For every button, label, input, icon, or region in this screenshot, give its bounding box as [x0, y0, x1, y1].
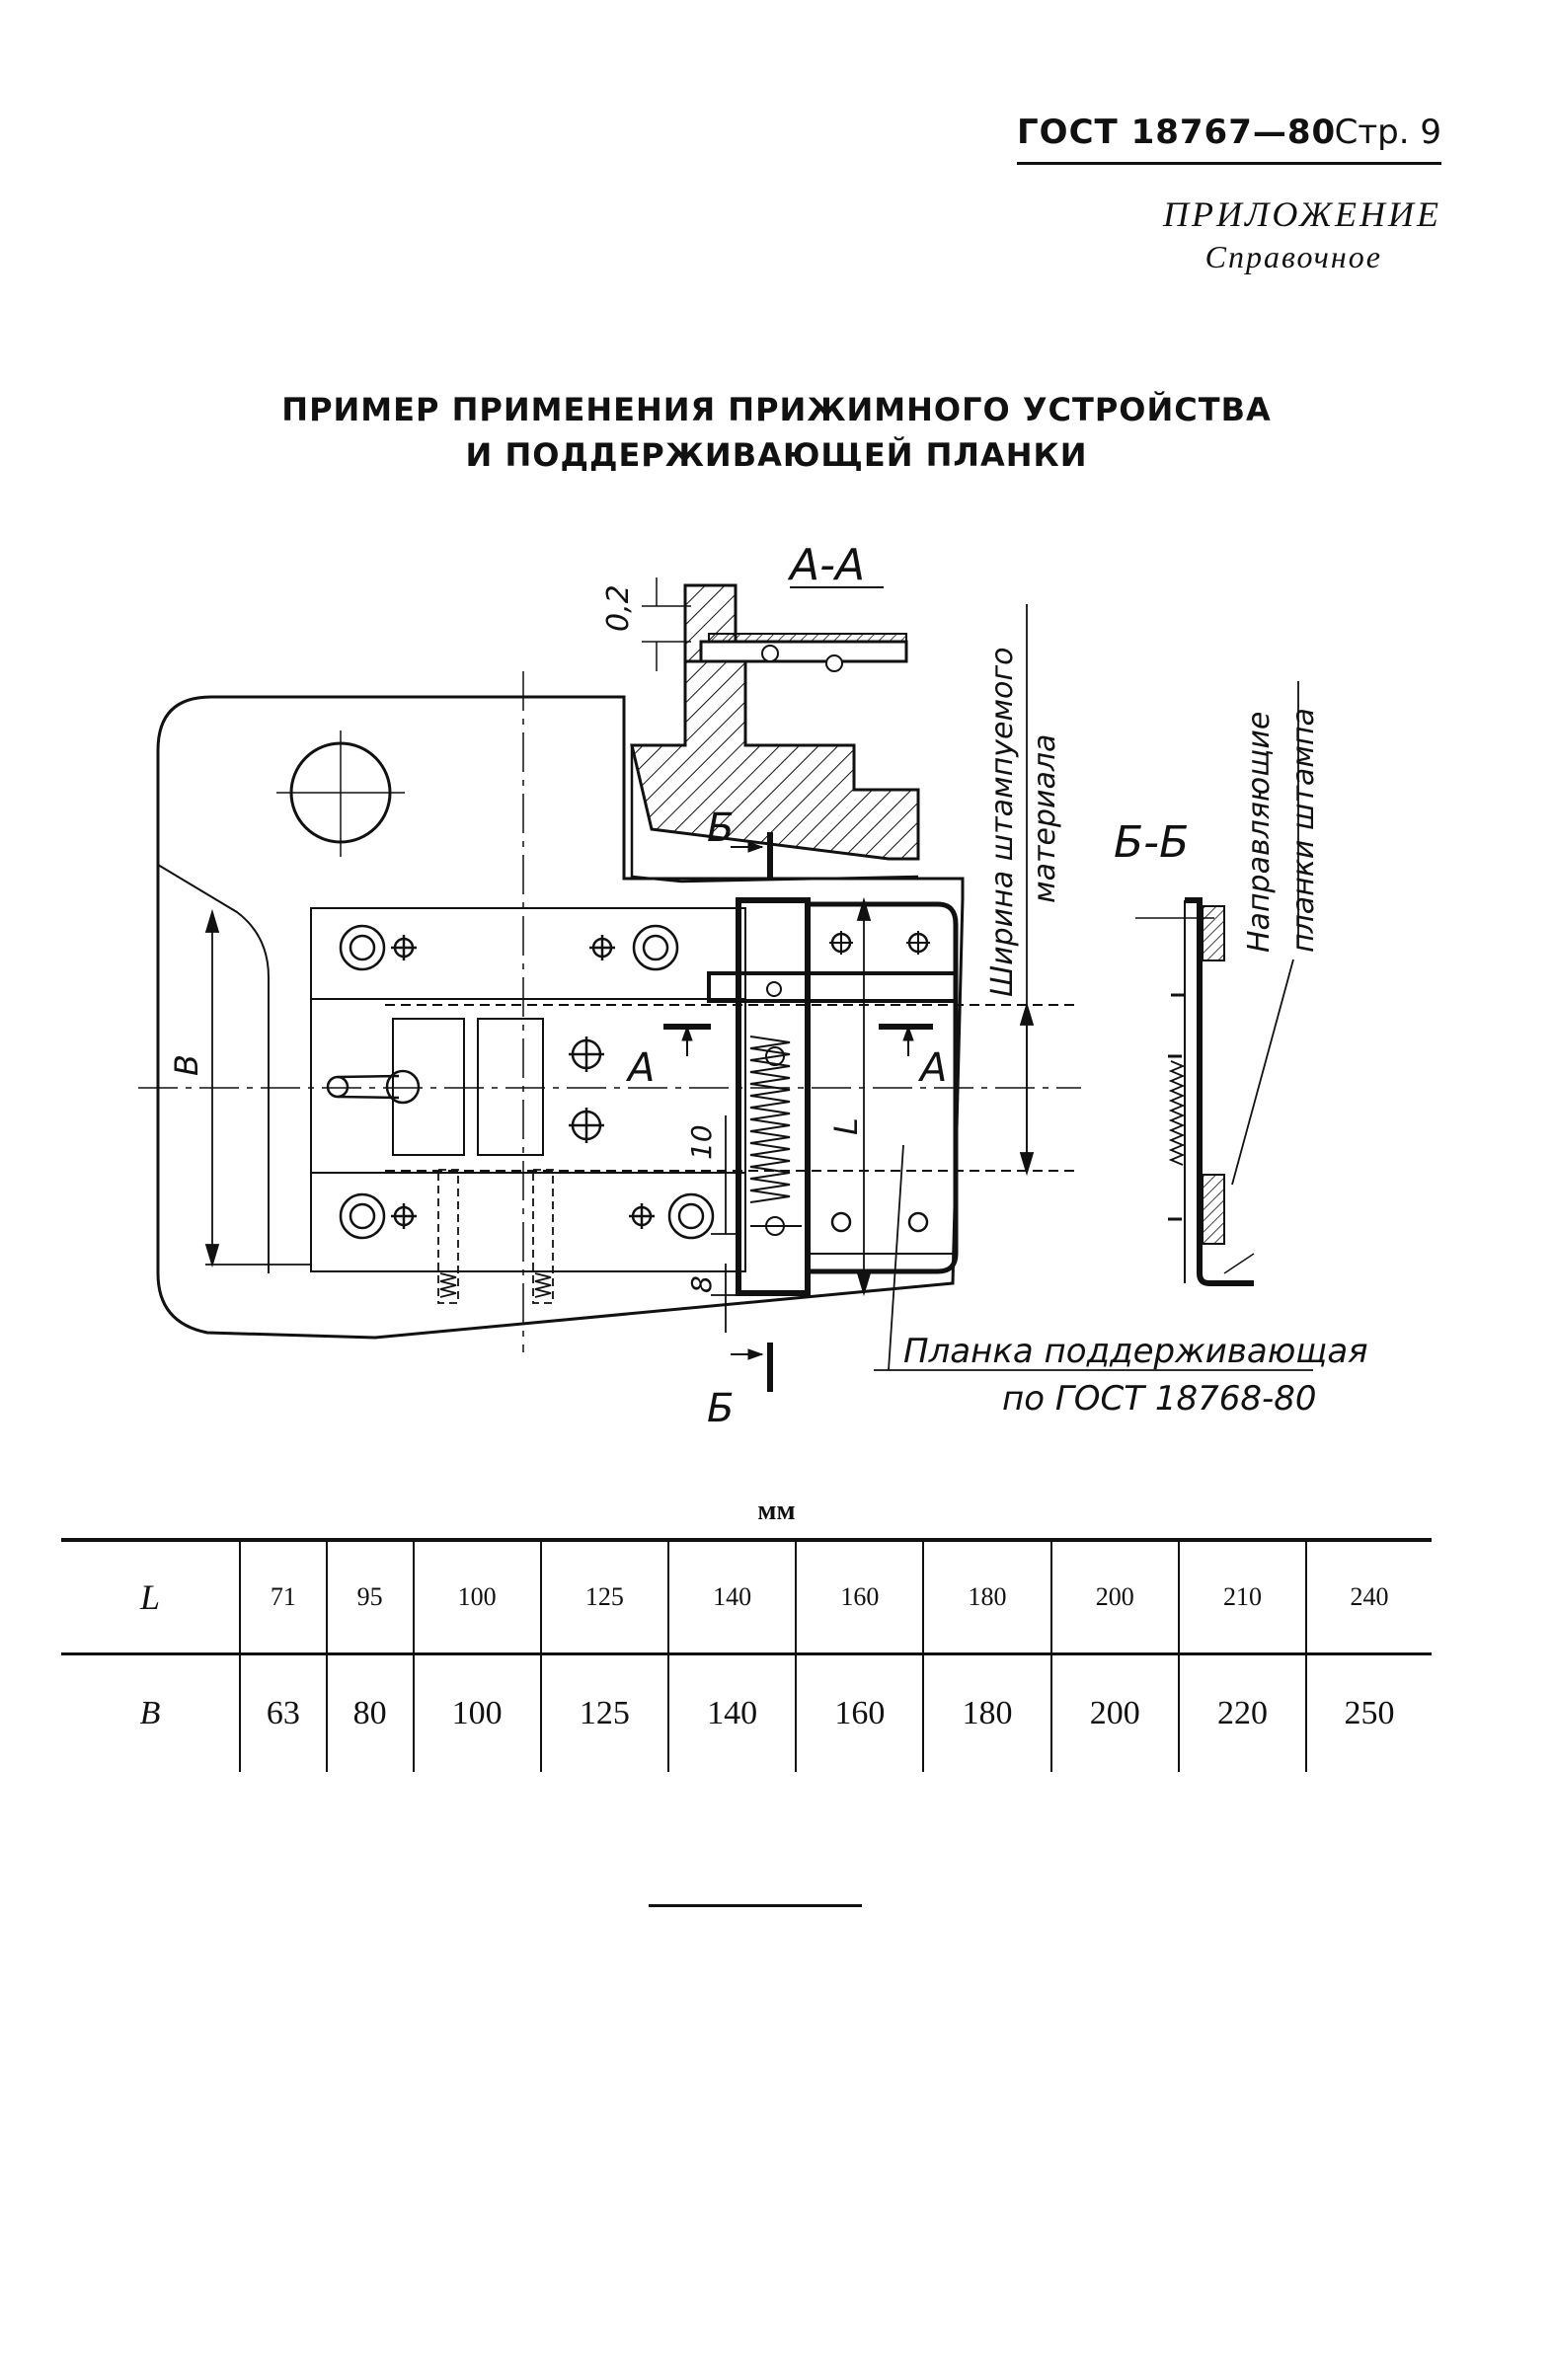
- table-cell: 200: [1049, 1540, 1179, 1654]
- dim-10-label: 10: [685, 1124, 718, 1160]
- appendix-block: ПРИЛОЖЕНИЕ Справочное: [1163, 192, 1441, 277]
- appendix-label: ПРИЛОЖЕНИЕ: [1163, 194, 1441, 234]
- standard-number: 18767—80: [1130, 113, 1337, 152]
- table-cell: 71: [239, 1540, 327, 1654]
- table-cell: 80: [325, 1653, 414, 1772]
- table-cell: 95: [325, 1540, 414, 1654]
- label-guides-1: Направляющие: [1242, 712, 1277, 953]
- label-guides-2: планки штампа: [1286, 708, 1321, 953]
- table-cell: 140: [666, 1540, 797, 1654]
- section-bb-label: Б-Б: [1114, 817, 1189, 868]
- dimensions-table: L 71 95 100 125 140 160 180 200 210 240 …: [61, 1538, 1432, 1772]
- die-plate-outline: [138, 671, 1081, 1352]
- table-cell: 220: [1177, 1653, 1307, 1772]
- row-header: L: [139, 1577, 161, 1617]
- mark-a-left: А: [625, 1045, 655, 1091]
- technical-drawing: А-А Б-Б 0,2 В L 10 8 А А Б Б Ширина штам…: [138, 540, 1368, 1431]
- title-line-1: ПРИМЕР ПРИМЕНЕНИЯ ПРИЖИМНОГО УСТРОЙСТВА: [281, 391, 1272, 428]
- page-number: Стр. 9: [1334, 113, 1441, 152]
- table-cell: 125: [539, 1540, 668, 1654]
- label-material-width-2: материала: [1028, 734, 1062, 903]
- units-label: мм: [757, 1496, 796, 1526]
- table-cell: 180: [922, 1540, 1051, 1654]
- bolt-holes: [326, 924, 715, 1240]
- table-row: B 63 80 100 125 140 160 180 200 220 250: [61, 1653, 1432, 1772]
- dim-b-label: В: [168, 1054, 205, 1076]
- section-a-a: [630, 577, 920, 883]
- mark-b-bottom: Б: [707, 1386, 734, 1431]
- dim-gap-label: 0,2: [601, 584, 636, 632]
- table-cell: 160: [795, 1653, 924, 1772]
- appendix-type: Справочное: [1204, 239, 1382, 274]
- dimension-lines: [204, 604, 1313, 1371]
- mark-a-right: А: [917, 1045, 947, 1091]
- table-cell: 160: [795, 1540, 924, 1654]
- spring-pins: [437, 1169, 554, 1304]
- table-row: L 71 95 100 125 140 160 180 200 210 240: [61, 1540, 1432, 1654]
- table-cell: 250: [1305, 1653, 1432, 1772]
- label-plate-1: Планка поддерживающая: [903, 1332, 1368, 1371]
- label-material-width-1: Ширина штампуемого: [985, 647, 1020, 997]
- table-cell: 200: [1049, 1653, 1179, 1772]
- page-header: ГОСТ 18767—80 Стр. 9: [1017, 107, 1441, 156]
- header-rule: [1017, 162, 1441, 165]
- section-aa-label: А-А: [787, 540, 865, 590]
- page-title: ПРИМЕР ПРИМЕНЕНИЯ ПРИЖИМНОГО УСТРОЙСТВА …: [0, 387, 1553, 478]
- table-cell: 100: [412, 1540, 541, 1654]
- table-cell: 210: [1177, 1540, 1307, 1654]
- label-plate-2: по ГОСТ 18768-80: [1002, 1379, 1317, 1419]
- title-line-2: И ПОДДЕРЖИВАЮЩЕЙ ПЛАНКИ: [465, 436, 1088, 474]
- table-cell: 140: [666, 1653, 797, 1772]
- section-cut-marks: [663, 832, 933, 1392]
- round-hole: [276, 730, 405, 857]
- table-cell: 180: [922, 1653, 1051, 1772]
- stripper-plate: [310, 907, 1076, 1272]
- pressing-device: [707, 897, 959, 1296]
- mark-b-top: Б: [707, 806, 734, 851]
- table-cell: 63: [239, 1653, 327, 1772]
- table-cell: 125: [539, 1653, 668, 1772]
- table-cell: 240: [1305, 1540, 1432, 1654]
- end-rule: [649, 1904, 862, 1907]
- dim-l-label: L: [827, 1117, 865, 1135]
- row-header: B: [139, 1695, 161, 1731]
- standard-designation: ГОСТ 18767—80: [1017, 113, 1337, 152]
- table-cell: 100: [412, 1653, 541, 1772]
- dim-8-label: 8: [685, 1275, 718, 1293]
- section-b-b: [1135, 897, 1255, 1286]
